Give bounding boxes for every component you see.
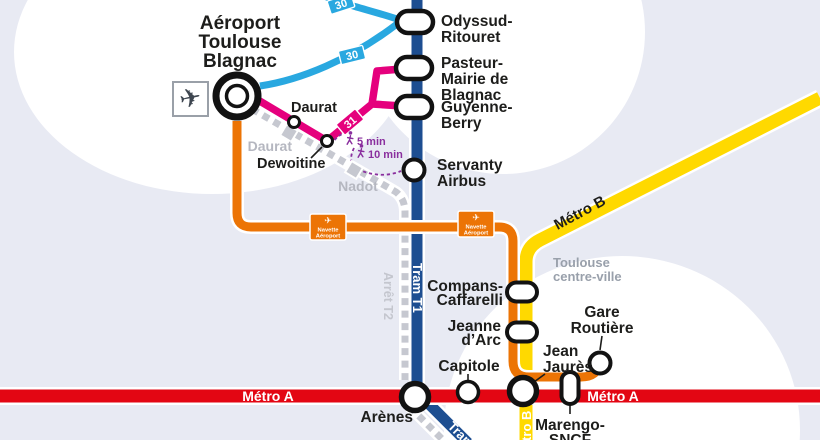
station-label-guyenne-1: Guyenne- (441, 99, 512, 116)
station-marker-arenes (398, 380, 432, 414)
walking-icon-10min (357, 144, 365, 158)
station-label-gare-routiere-1: Gare (584, 304, 620, 321)
station-marker-nadot (343, 159, 365, 181)
station-marker-guyenne (393, 93, 435, 121)
line-navette-aeroport (230, 121, 607, 384)
airport-symbol: ✈ (172, 81, 209, 117)
station-marker-daurat-tram (287, 115, 301, 129)
station-marker-compans (505, 280, 539, 304)
metro-b-vertical-label: Métro B (519, 411, 534, 440)
svg-text:30: 30 (345, 49, 360, 64)
airport-title-line1: Aéroport (200, 13, 281, 34)
station-marker-gare-routiere (587, 350, 613, 376)
station-marker-dewoitine (320, 134, 334, 148)
airplane-icon: ✈ (324, 217, 332, 227)
station-marker-jeanne-darc (505, 320, 539, 344)
line-metro-b (517, 89, 820, 440)
walk-10min-label: 10 min (368, 149, 403, 161)
gare-routiere-connector (599, 335, 603, 351)
jean-jaures-connector (533, 373, 546, 383)
station-label-arenes: Arènes (360, 409, 413, 426)
tram-t1-vertical-label: Tram T1 (410, 263, 425, 313)
station-label-pasteur-1: Pasteur- (441, 55, 503, 72)
station-label-capitole: Capitole (438, 358, 500, 375)
station-label-jean-jaures-2: Jaurès (543, 359, 593, 376)
station-label-daurat-tram: Daurat (291, 100, 337, 116)
station-marker-pasteur (393, 54, 435, 82)
svg-text:Aéroport: Aéroport (316, 234, 341, 240)
blagnac-stations-bubble (361, 0, 645, 174)
bus-30-badge-mid: 30 (337, 44, 367, 66)
airplane-icon: ✈ (472, 214, 480, 224)
station-label-dewoitine: Dewoitine (257, 156, 325, 172)
station-label-compans-2: Caffarelli (437, 292, 503, 309)
station-marker-odyssud (394, 8, 436, 36)
svg-text:Aéroport: Aéroport (464, 231, 489, 237)
line-t2-dashed (249, 103, 452, 440)
navette-aeroport-badge-right: ✈ Navette Aéroport (457, 210, 495, 238)
station-label-odyssud-2: Ritouret (441, 29, 500, 46)
metro-a-label-left: Métro A (242, 388, 294, 404)
walking-icon-5min (346, 131, 354, 145)
station-label-marengo-2: SNCF (549, 432, 591, 440)
centre-ville-label-1: Toulouse (553, 255, 610, 270)
station-marker-servanty (401, 157, 427, 183)
svg-text:Navette: Navette (466, 225, 488, 231)
station-label-pasteur-2: Mairie de (441, 71, 509, 88)
station-label-pasteur-3: Blagnac (441, 87, 502, 104)
line-31-badge: 31 (335, 108, 365, 136)
station-label-marengo-1: Marengo- (535, 417, 605, 434)
walk-5min-label: 5 min (357, 136, 386, 148)
airport-title-line3: Blagnac (203, 51, 277, 72)
dewoitine-connector (310, 146, 323, 159)
centre-ville-label-2: centre-ville (553, 269, 622, 284)
line-bus-30 (259, 0, 401, 92)
arret-t2-label: Arrêt T2 (381, 272, 395, 320)
station-label-jean-jaures-1: Jean (543, 343, 578, 360)
station-label-compans-1: Compans- (427, 278, 503, 295)
station-label-guyenne-2: Berry (441, 115, 482, 132)
station-label-nadot: Nadot (338, 178, 378, 194)
bus-30-badge-top: 30 (326, 0, 356, 15)
navette-aeroport-badge-left: ✈ Navette Aéroport (309, 213, 347, 241)
station-label-jeanne-darc-2: d’Arc (461, 332, 501, 349)
station-marker-capitole (455, 379, 481, 405)
station-label-gare-routiere-2: Routière (571, 320, 634, 337)
airport-title-line2: Toulouse (198, 32, 281, 53)
station-label-odyssud-1: Odyssud- (441, 13, 512, 30)
svg-text:30: 30 (334, 0, 349, 13)
airport-interchange-inner (224, 83, 250, 109)
station-marker-marengo (559, 370, 581, 406)
station-label-daurat-t2: Daurat (248, 138, 293, 154)
metro-a-label-right: Métro A (587, 388, 639, 404)
station-label-servanty-2: Airbus (437, 173, 486, 190)
station-label-jeanne-darc-1: Jeanne (448, 318, 502, 335)
svg-text:Navette: Navette (318, 228, 340, 234)
station-marker-jean-jaures (506, 374, 540, 408)
station-label-servanty-1: Servanty (437, 157, 503, 174)
